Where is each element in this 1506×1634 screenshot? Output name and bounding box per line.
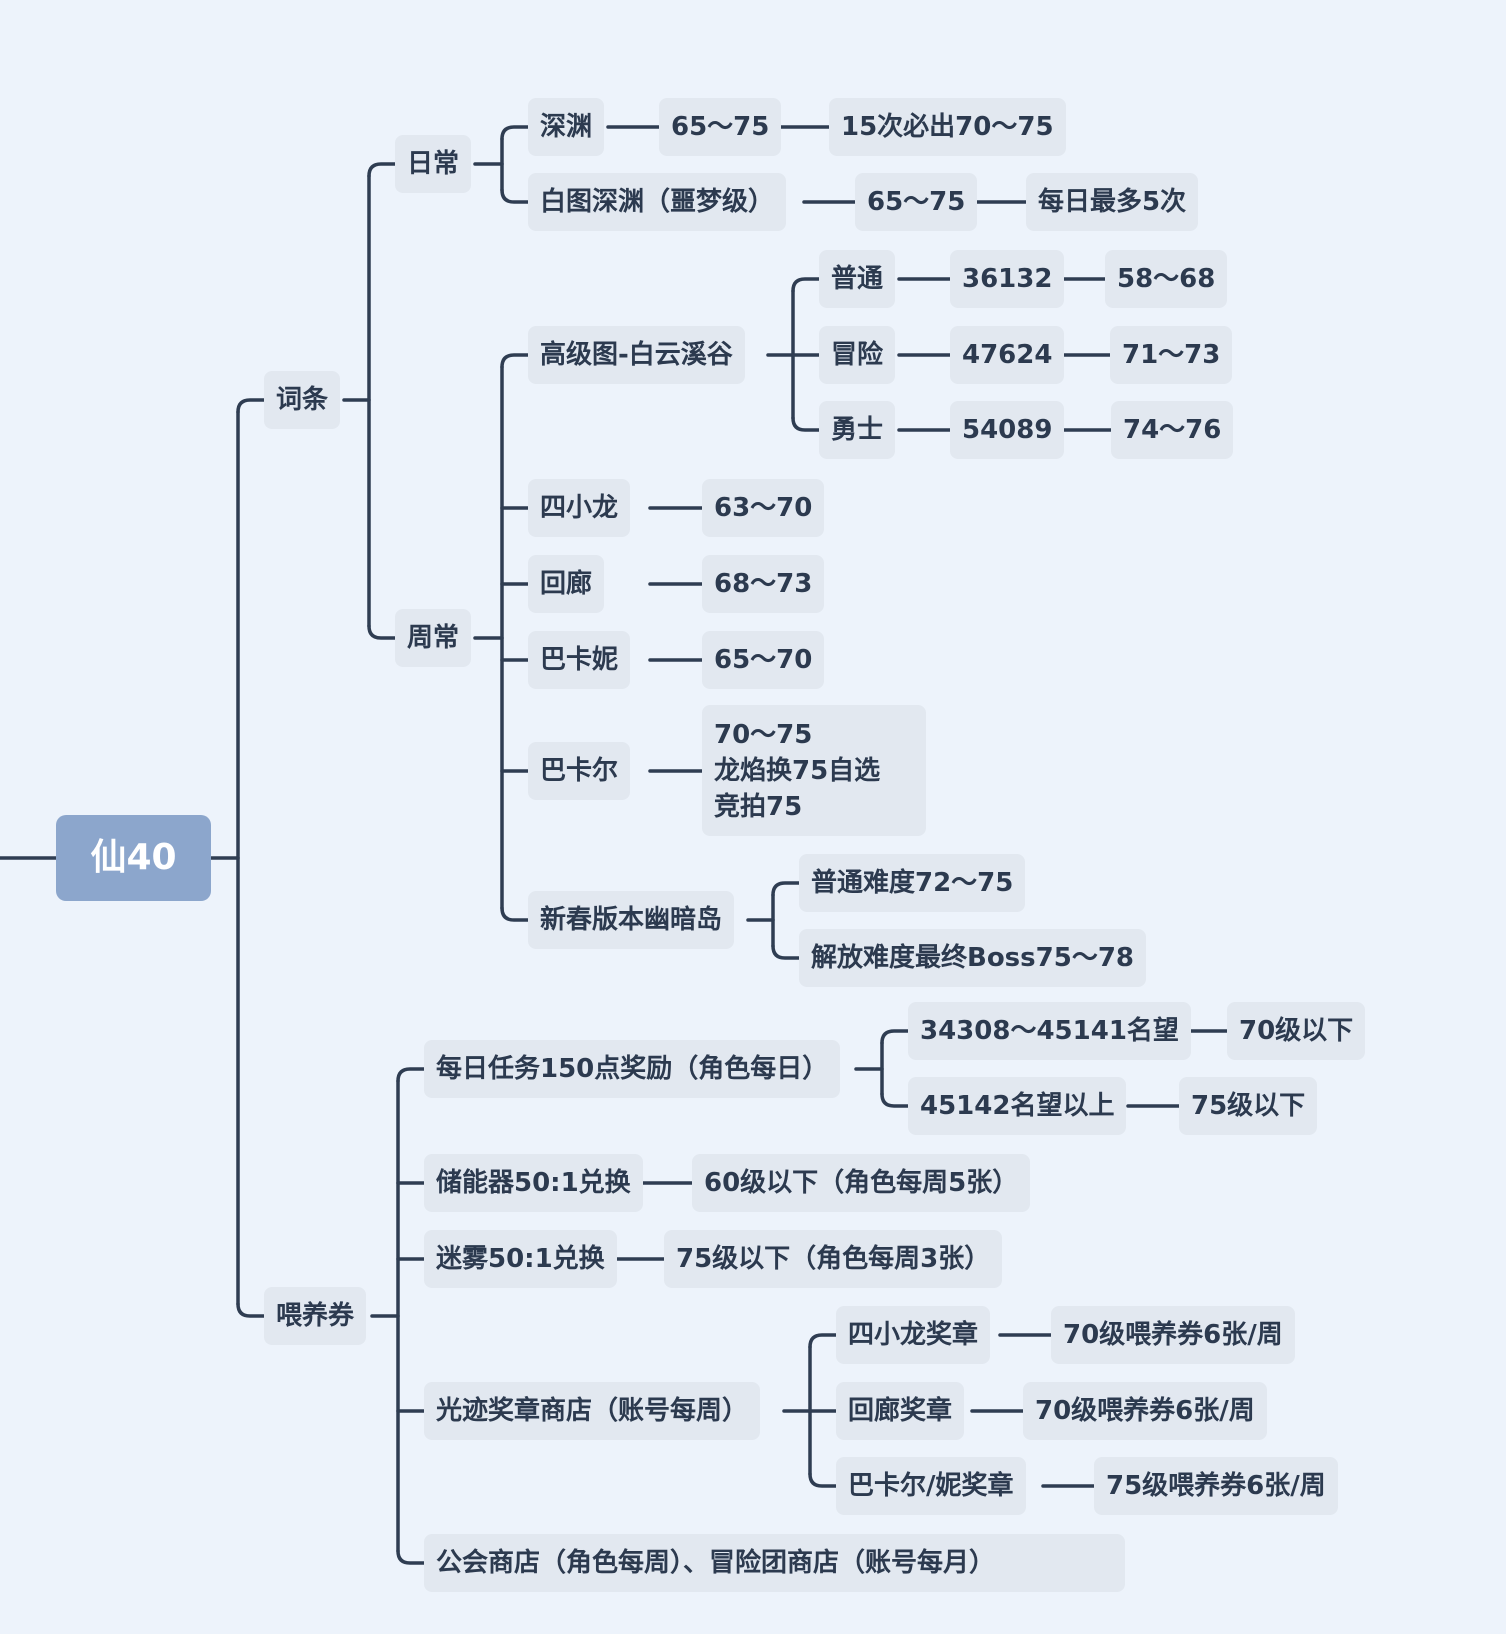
connector (791, 416, 821, 432)
node-gaoji-warrior-range[interactable]: 74～76 (1111, 401, 1234, 459)
bakaer-line-2: 龙焰换75自选 (714, 755, 881, 786)
node-gaoji-adventure[interactable]: 冒险 (819, 326, 896, 384)
node-gaoji-warrior-value[interactable]: 54089 (950, 401, 1065, 459)
node-gaoji-adventure-value[interactable]: 47624 (950, 326, 1065, 384)
connector (791, 277, 821, 293)
node-cicao[interactable]: 词条 (264, 371, 341, 429)
node-xinchun[interactable]: 新春版本幽暗岛 (528, 891, 735, 949)
node-gonghui[interactable]: 公会商店（角色每周）、冒险团商店（账号每月） (424, 1534, 1125, 1592)
node-daily-task-row1-result[interactable]: 70级以下 (1227, 1002, 1366, 1060)
node-daily-task[interactable]: 每日任务150点奖励（角色每日） (424, 1040, 841, 1098)
node-huilang-range[interactable]: 68～73 (702, 555, 825, 613)
node-bakaer-details[interactable]: 70～75 龙焰换75自选 竞拍75 (702, 705, 926, 836)
node-weekly[interactable]: 周常 (395, 609, 472, 667)
connector (236, 398, 266, 414)
root-node[interactable]: 仙40 (56, 815, 211, 901)
node-gaoji-normal[interactable]: 普通 (819, 250, 896, 308)
connector (367, 162, 397, 178)
node-guangji-huilang-result[interactable]: 70级喂养券6张/周 (1023, 1382, 1267, 1440)
connector (771, 881, 801, 897)
node-bakani[interactable]: 巴卡妮 (528, 631, 631, 689)
node-miwu-result[interactable]: 75级以下（角色每周3张） (664, 1230, 1003, 1288)
connector (236, 1302, 266, 1318)
connector (500, 906, 530, 922)
node-miwu[interactable]: 迷雾50:1兑换 (424, 1230, 617, 1288)
node-xinchun-normal[interactable]: 普通难度72～75 (799, 854, 1026, 912)
node-daily-task-row1[interactable]: 34308～45141名望 (908, 1002, 1191, 1060)
node-baitu-note[interactable]: 每日最多5次 (1026, 173, 1199, 231)
node-sixiaolong[interactable]: 四小龙 (528, 479, 631, 537)
node-gaoji[interactable]: 高级图-白云溪谷 (528, 326, 745, 384)
node-sixiaolong-range[interactable]: 63～70 (702, 479, 825, 537)
node-shenyuan-note[interactable]: 15次必出70～75 (829, 98, 1066, 156)
node-shenyuan[interactable]: 深渊 (528, 98, 605, 156)
connector (880, 1029, 910, 1045)
node-guangji[interactable]: 光迹奖章商店（账号每周） (424, 1382, 761, 1440)
connector (500, 353, 530, 369)
node-gaoji-adventure-range[interactable]: 71～73 (1110, 326, 1233, 384)
node-chunengqi-result[interactable]: 60级以下（角色每周5张） (692, 1154, 1031, 1212)
node-gaoji-normal-value[interactable]: 36132 (950, 250, 1065, 308)
connector (880, 1092, 910, 1108)
node-chunengqi[interactable]: 储能器50:1兑换 (424, 1154, 643, 1212)
node-weiyang[interactable]: 喂养券 (264, 1287, 367, 1345)
bakaer-line-3: 竞拍75 (714, 791, 803, 822)
node-huilang[interactable]: 回廊 (528, 555, 605, 613)
connector (367, 624, 397, 640)
node-guangji-bakaer[interactable]: 巴卡尔/妮奖章 (836, 1457, 1026, 1515)
connector (396, 1067, 426, 1083)
node-xinchun-liberate[interactable]: 解放难度最终Boss75～78 (799, 929, 1146, 987)
connector (500, 188, 530, 204)
connector (396, 1549, 426, 1565)
node-daily-task-row2[interactable]: 45142名望以上 (908, 1077, 1127, 1135)
node-baitu-range[interactable]: 65～75 (855, 173, 978, 231)
node-baitu[interactable]: 白图深渊（噩梦级） (528, 173, 787, 231)
node-guangji-sixiaolong-result[interactable]: 70级喂养券6张/周 (1051, 1306, 1295, 1364)
node-shenyuan-range[interactable]: 65～75 (659, 98, 782, 156)
node-guangji-bakaer-result[interactable]: 75级喂养券6张/周 (1094, 1457, 1338, 1515)
node-gaoji-normal-range[interactable]: 58～68 (1105, 250, 1228, 308)
connector (808, 1472, 838, 1488)
connector (771, 944, 801, 960)
node-daily-task-row2-result[interactable]: 75级以下 (1179, 1077, 1318, 1135)
connector (808, 1333, 838, 1349)
node-bakaer[interactable]: 巴卡尔 (528, 742, 631, 800)
node-guangji-sixiaolong[interactable]: 四小龙奖章 (836, 1306, 991, 1364)
node-daily[interactable]: 日常 (395, 135, 472, 193)
node-bakani-range[interactable]: 65～70 (702, 631, 825, 689)
bakaer-line-1: 70～75 (714, 719, 813, 750)
connector (500, 125, 530, 141)
node-guangji-huilang[interactable]: 回廊奖章 (836, 1382, 965, 1440)
node-gaoji-warrior[interactable]: 勇士 (819, 401, 896, 459)
